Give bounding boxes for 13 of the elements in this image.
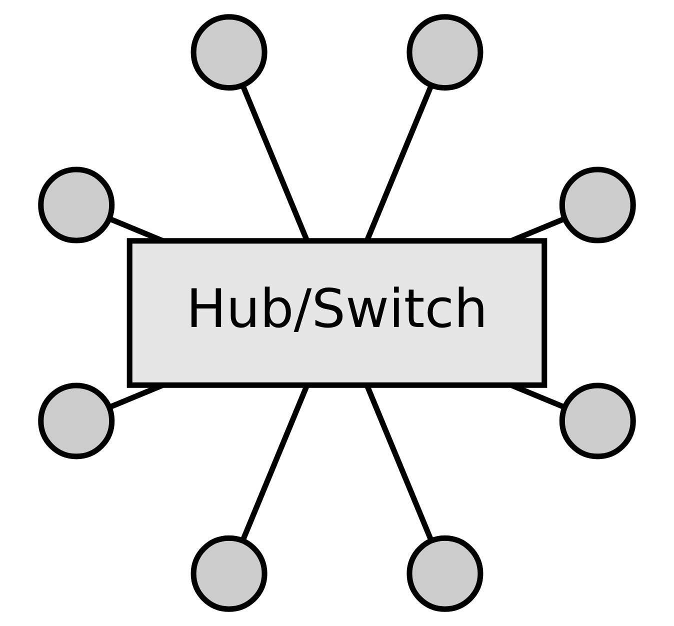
node-circle (559, 382, 636, 460)
node-circle (406, 535, 484, 612)
node-box: Hub/Switch (126, 238, 548, 388)
node-circle (38, 382, 115, 460)
node-circle (559, 166, 636, 244)
node-circle (190, 535, 268, 612)
connector (240, 384, 310, 542)
connector (364, 384, 434, 542)
node-circle (190, 14, 268, 91)
node-circle (38, 166, 115, 244)
connector (240, 84, 310, 242)
connector (364, 84, 434, 242)
node-circle (406, 14, 484, 91)
